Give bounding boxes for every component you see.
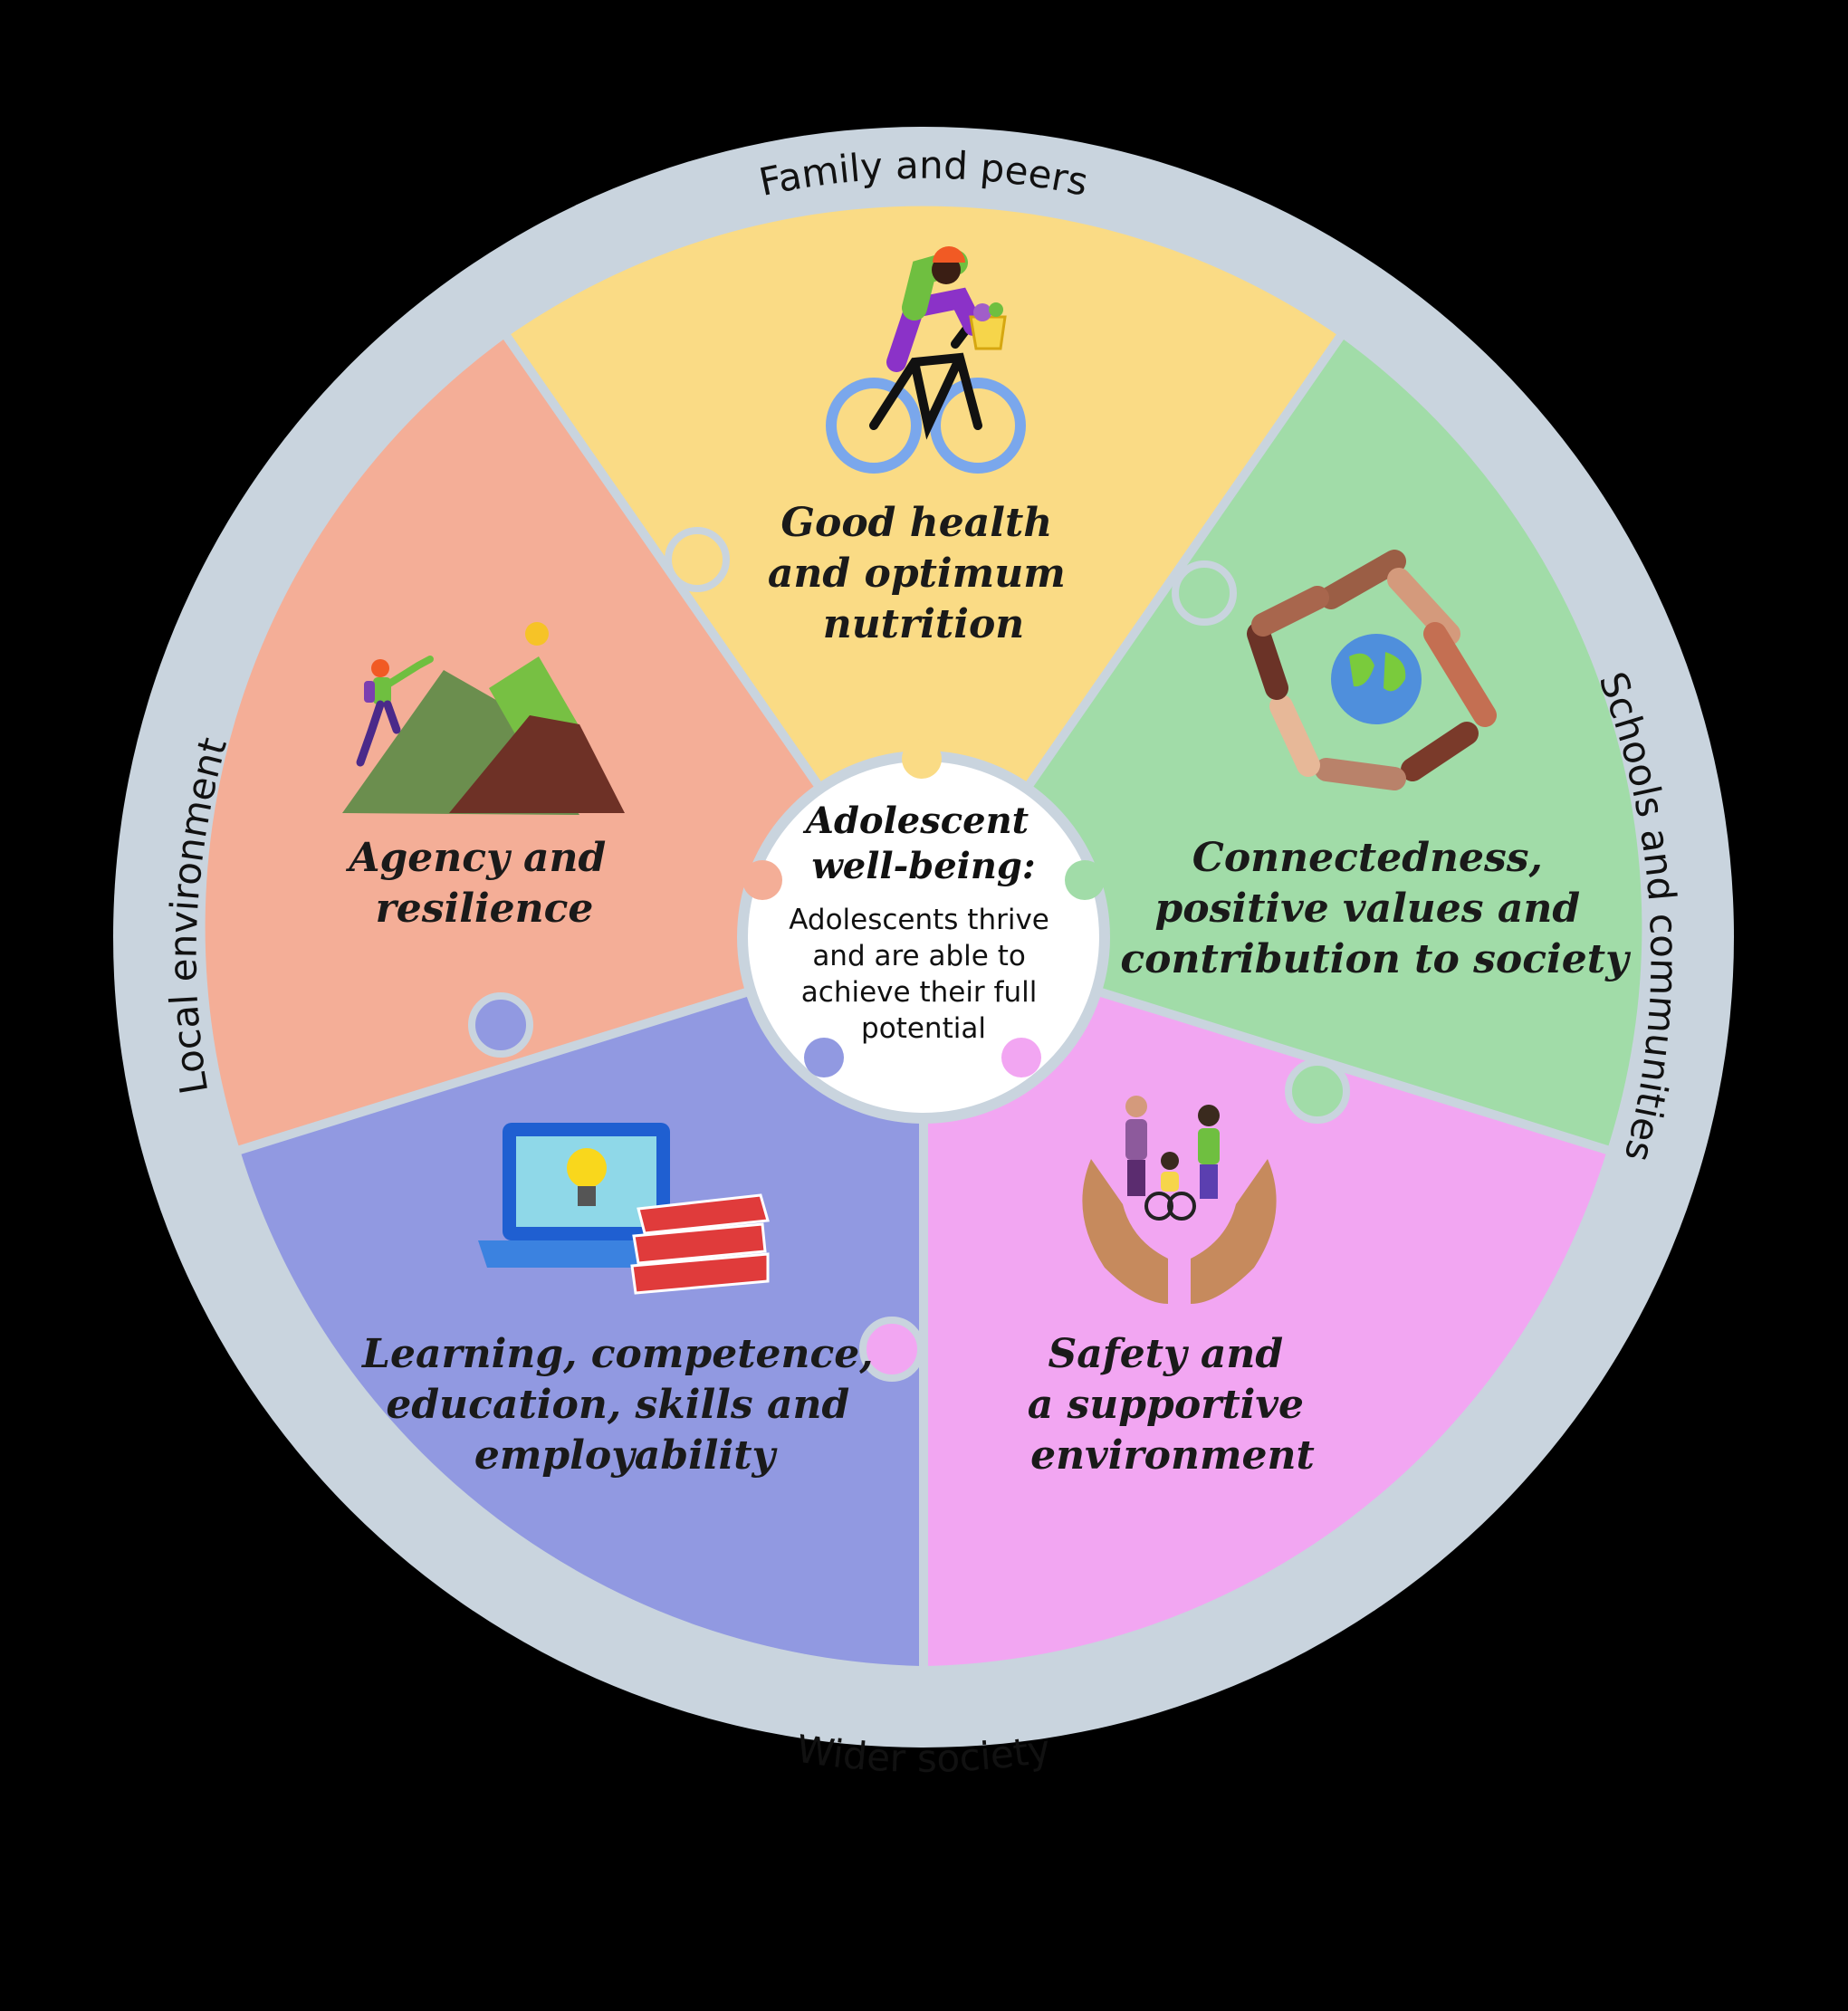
mountain-climber-icon [342, 622, 625, 815]
center-body: Adolescents thrive and are able to achie… [789, 904, 1058, 1045]
segment-safety-wedge [924, 937, 1607, 1666]
segment-learning-title: Learning, competence, education, skills … [360, 1331, 887, 1479]
caring-hands-people-icon [1082, 1096, 1277, 1304]
segment-health-title: Good health and optimum nutrition [768, 500, 1079, 647]
segment-safety-title: Safety and a supportive environment [1028, 1331, 1318, 1479]
segment-health-wedge [507, 206, 1340, 937]
segment-agency-title: Agency and resilience [345, 835, 619, 932]
joined-hands-globe-icon [1247, 550, 1497, 790]
segment-connectedness-title: Connectedness, positive values and contr… [1120, 835, 1632, 982]
segment-learning [240, 937, 924, 1666]
segment-safety [924, 937, 1607, 1666]
segment-learning-wedge [240, 937, 924, 1666]
center-title: Adolescent well-being: [802, 800, 1041, 887]
segment-health [507, 206, 1340, 937]
laptop-books-icon [478, 1123, 770, 1295]
cyclist-icon [826, 246, 1026, 474]
center-hub: Adolescent well-being: Adolescents thriv… [737, 739, 1110, 1124]
puzzle-tabs [468, 527, 1350, 1382]
